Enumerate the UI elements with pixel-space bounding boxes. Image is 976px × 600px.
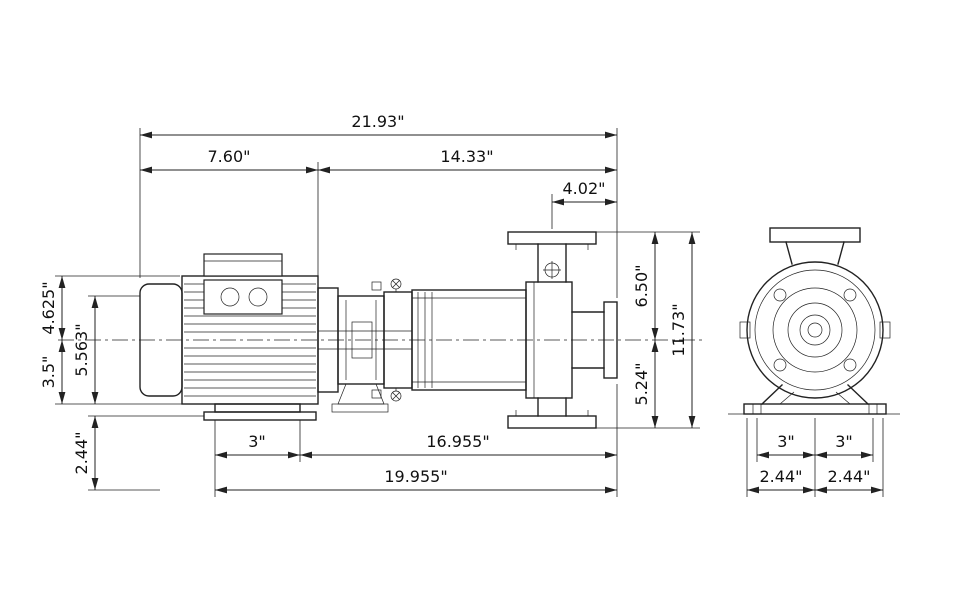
dim-port-to-face-label: 4.02" [563, 179, 606, 198]
coupling [351, 321, 373, 359]
dim-foot-bolt-left-label: 3" [777, 432, 795, 451]
bolt-hole-icon [773, 288, 787, 302]
bolt-hole-icon [773, 358, 787, 372]
dim-motor-length-label: 7.60" [208, 147, 251, 166]
foot-leg [761, 384, 783, 405]
bolt-hole-icon [843, 358, 857, 372]
dim-base-left-label: 2.44" [760, 467, 803, 486]
casing-lug [879, 321, 891, 339]
dim-overall-height-label: 11.73" [669, 303, 688, 356]
end-top-flange [769, 227, 861, 243]
bolt-hole-icon [843, 288, 857, 302]
stool-foot [331, 403, 389, 413]
pump [371, 231, 618, 429]
discharge-chamber [525, 281, 573, 399]
stool-support [337, 383, 385, 405]
end-view [728, 227, 900, 415]
dim-cl-to-bottom-label: 5.24" [632, 363, 651, 406]
bottom-flange [507, 415, 597, 429]
foot-leg [847, 384, 869, 405]
motor [139, 253, 339, 421]
dim-foot-bolt-right-label: 3" [835, 432, 853, 451]
top-flange [507, 231, 597, 245]
dim-foot-to-flange-face-label: 16.955" [426, 432, 489, 451]
side-view [58, 231, 706, 429]
dim-overall-length-label: 21.93" [351, 112, 404, 131]
coupling-stool [318, 295, 412, 413]
plug-bolt-icon [543, 261, 561, 279]
casing-lug [739, 321, 751, 339]
foot-plate [743, 403, 887, 415]
dim-base-overall-label: 19.955" [384, 467, 447, 486]
dim-height-4625-label: 4.625" [39, 281, 58, 334]
cable-gland-icon [220, 287, 240, 307]
dim-height-244-label: 2.44" [72, 432, 91, 475]
cable-gland-icon [248, 287, 268, 307]
base-plate [203, 411, 317, 421]
dim-height-35-label: 3.5" [39, 356, 58, 389]
dim-cl-to-top-flange-label: 6.50" [632, 265, 651, 308]
suction-flange [603, 301, 618, 379]
terminal-panel [203, 279, 283, 315]
dim-foot-length-label: 3" [248, 432, 266, 451]
dim-pump-end-length-label: 14.33" [440, 147, 493, 166]
vent-plug-icon [371, 278, 402, 292]
dimensions-side-view: 21.93" 7.60" 14.33" 4.02" 4.625" 3.5" 5.… [39, 112, 700, 497]
dim-height-5563-label: 5.563" [72, 323, 91, 376]
motor-foot [214, 403, 301, 413]
dim-base-right-label: 2.44" [828, 467, 871, 486]
dimensions-end-view: 3" 3" 2.44" 2.44" [746, 418, 884, 497]
terminal-box [203, 253, 283, 277]
casing-outer [746, 261, 884, 399]
drain-plug-icon [371, 388, 402, 402]
